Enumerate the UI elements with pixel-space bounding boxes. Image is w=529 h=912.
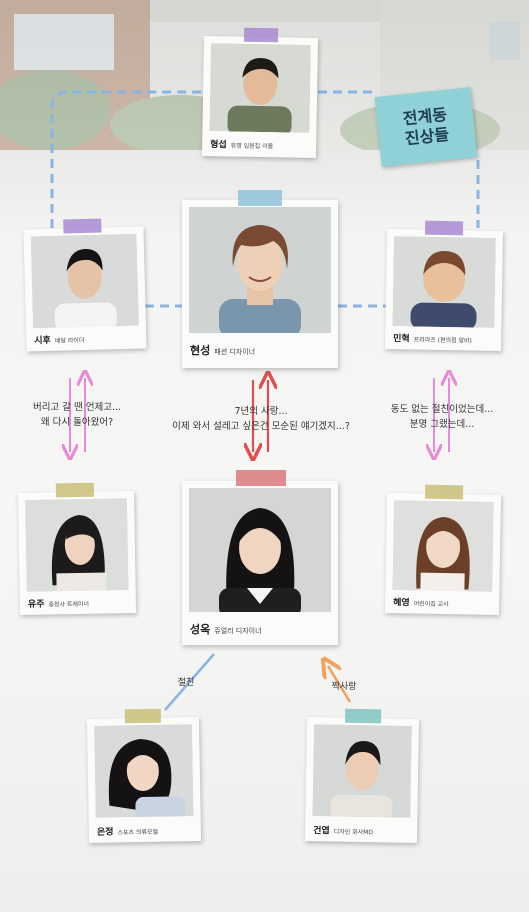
role-hyunsung: 패션 디자이너 xyxy=(214,348,256,356)
role-sihoo: 배달 라이더 xyxy=(54,337,85,345)
role-seongok: 쥬얼리 디자이너 xyxy=(214,627,262,635)
portrait-hyungseop xyxy=(209,43,311,133)
relation-label-crush: 짝사랑 xyxy=(331,682,357,692)
portrait-eunjeong xyxy=(94,724,194,818)
tape xyxy=(424,484,464,500)
tape xyxy=(236,470,286,486)
portrait-yuju xyxy=(25,498,129,592)
tape xyxy=(344,708,382,724)
relation-label-left: 버리고 갈 땐 언제고... 왜 다시 돌아왔어? xyxy=(32,402,122,428)
portrait-minhyuk xyxy=(392,236,496,328)
relation-label-right: 동도 없는 절친이었는데... 분명 그랬는데... xyxy=(390,404,494,430)
role-minhyuk: 프리라츠 (편의점 알바) xyxy=(413,336,472,345)
relation-label-center: 7년의 사랑... 이제 와서 설레고 싶은건 모순된 얘기겠지...? xyxy=(172,406,350,432)
sticky-note: 전계동 진상들 xyxy=(374,87,478,167)
relation-label-friend: 절친 xyxy=(177,678,195,688)
tape xyxy=(55,482,95,498)
role-eunjeong: 스포츠 의류모델 xyxy=(117,828,159,837)
name-seongok: 성옥 xyxy=(190,623,211,636)
name-sihoo: 시후 xyxy=(34,335,52,347)
tape xyxy=(424,220,464,236)
portrait-geonyeop xyxy=(312,724,412,818)
role-yuju: 중정사 트레이너 xyxy=(48,600,90,609)
name-hyungseop: 형섭 xyxy=(210,140,227,151)
tape xyxy=(63,218,102,234)
portrait-sihoo xyxy=(30,233,139,329)
name-eunjeong: 은정 xyxy=(96,827,114,838)
portrait-hyunsung xyxy=(189,207,331,333)
portrait-hyeyoung xyxy=(392,500,494,592)
portrait-seongok xyxy=(189,488,331,612)
name-yuju: 유주 xyxy=(27,599,45,610)
sticky-note-text: 전계동 진상들 xyxy=(401,104,450,149)
name-hyunsung: 현성 xyxy=(190,344,211,357)
tape xyxy=(238,190,282,206)
tape xyxy=(243,27,279,43)
name-geonyeop: 건엽 xyxy=(313,826,330,837)
role-hyungseop: 유명 입원집 이들 xyxy=(230,142,274,151)
name-hyeyoung: 혜영 xyxy=(393,598,410,609)
tape xyxy=(124,708,162,724)
role-geonyeop: 디자인 회사MD xyxy=(333,828,374,837)
name-minhyuk: 민혁 xyxy=(393,334,410,345)
role-hyeyoung: 어린이집 교사 xyxy=(413,600,449,609)
